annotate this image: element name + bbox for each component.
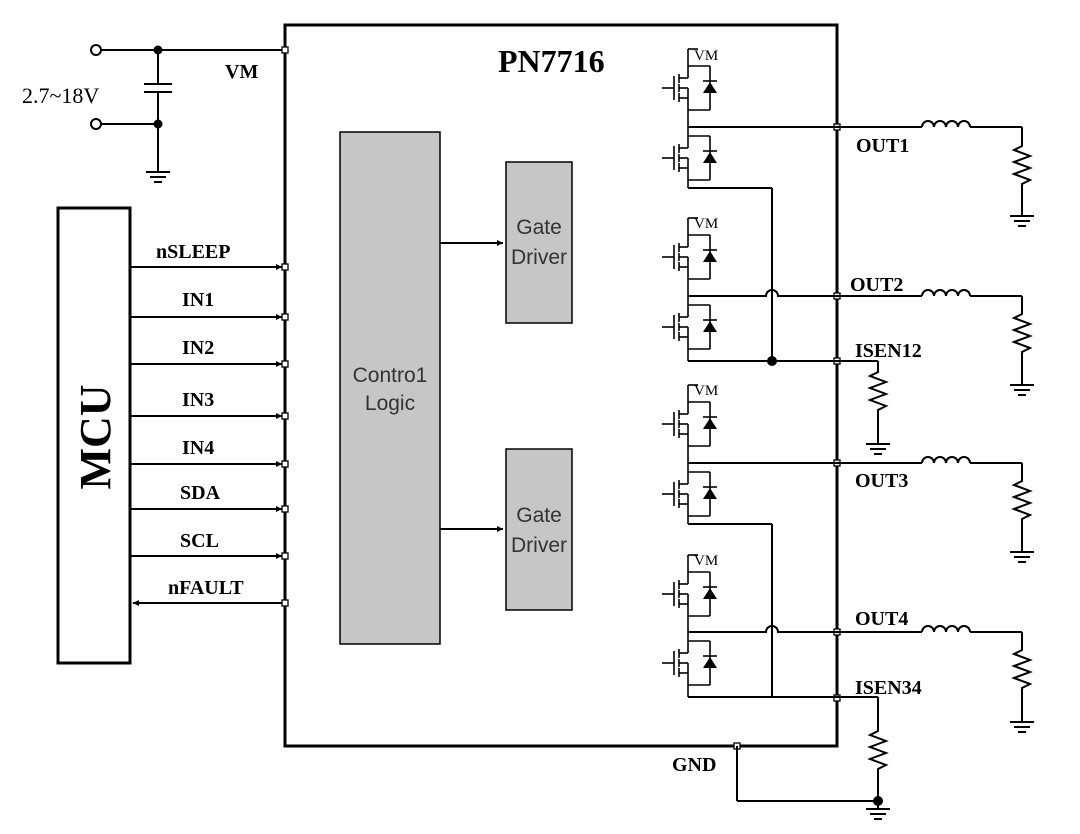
- resistor-icon-out4: [1013, 643, 1031, 693]
- resistor-icon-out3: [1013, 474, 1031, 524]
- bridge-4-vm-label: VM: [694, 553, 718, 569]
- inductor-icon-out2: [921, 289, 971, 297]
- ground-icon-out1: [1009, 207, 1035, 227]
- sense-resistor-icon-12: [869, 365, 887, 415]
- isen12-label: ISEN12: [855, 340, 922, 362]
- gnd-pin-label: GND: [672, 754, 716, 776]
- low-side-mosfet-2: [661, 304, 718, 350]
- mcu-label: MCU: [71, 384, 120, 489]
- out4-label: OUT4: [855, 608, 908, 630]
- ground-icon-out3: [1009, 543, 1035, 563]
- gate-driver-top-line2: Driver: [511, 246, 567, 269]
- ground-icon-out4: [1009, 713, 1035, 733]
- signal-label-nfault: nFAULT: [168, 577, 244, 599]
- low-side-mosfet-4: [661, 640, 718, 686]
- resistor-icon-out2: [1013, 307, 1031, 357]
- ground-icon-isen12: [865, 435, 891, 455]
- supply-section: 2.7~18V VM: [22, 44, 285, 183]
- out1-label: OUT1: [856, 135, 909, 157]
- low-side-mosfet-1: [661, 135, 718, 181]
- resistor-icon-out1: [1013, 139, 1031, 189]
- half-bridge-2: VM: [661, 216, 837, 366]
- gate-driver-top-line1: Gate: [516, 216, 562, 239]
- sense-resistor-icon-34: [869, 724, 887, 774]
- ground-icon-main: [865, 800, 891, 820]
- bridge-3-vm-label: VM: [694, 383, 718, 399]
- control-logic-block: [339, 131, 441, 645]
- high-side-mosfet-4: [661, 571, 718, 617]
- signal-label-sda: SDA: [180, 482, 221, 504]
- gate-driver-bottom-line1: Gate: [516, 504, 562, 527]
- low-side-mosfet-3: [661, 471, 718, 517]
- chip-title: PN7716: [498, 43, 605, 79]
- isen34-label: ISEN34: [855, 677, 922, 699]
- bridge-2-vm-label: VM: [694, 216, 718, 232]
- ground-icon-out2: [1009, 376, 1035, 396]
- signal-label-in2: IN2: [182, 337, 214, 359]
- out2-label: OUT2: [850, 274, 903, 296]
- chip-outline: [283, 23, 839, 748]
- supply-voltage-label: 2.7~18V: [22, 83, 99, 108]
- supply-ground-icon: [145, 163, 171, 183]
- mcu-signal-lines: nSLEEP IN1 IN2 IN3 IN4 SDA SCL nFAULT: [130, 241, 285, 606]
- inductor-icon-out3: [921, 456, 971, 464]
- signal-label-in3: IN3: [182, 389, 214, 411]
- high-side-mosfet-2: [661, 234, 718, 280]
- supply-positive-terminal: [90, 44, 102, 56]
- output-loads: OUT1 OUT2 ISEN12 OUT3 OUT4: [672, 120, 1035, 820]
- vm-pin-label: VM: [225, 61, 258, 83]
- out3-label: OUT3: [855, 470, 908, 492]
- gate-driver-bottom-line2: Driver: [511, 534, 567, 557]
- signal-label-in1: IN1: [182, 289, 214, 311]
- high-side-mosfet-1: [661, 65, 718, 111]
- signal-label-scl: SCL: [180, 530, 219, 552]
- mcu-block: [56, 206, 132, 665]
- half-bridge-4: VM: [661, 553, 837, 698]
- gate-driver-block-bottom: [505, 448, 573, 611]
- inductor-icon-out4: [921, 625, 971, 633]
- signal-label-nsleep: nSLEEP: [156, 241, 230, 263]
- half-bridge-1: VM: [661, 48, 837, 361]
- half-bridge-3: VM: [661, 383, 837, 697]
- gate-driver-block-top: [505, 161, 573, 324]
- supply-negative-terminal: [90, 118, 102, 130]
- signal-label-in4: IN4: [182, 437, 214, 459]
- bridge-1-vm-label: VM: [694, 48, 718, 64]
- inductor-icon-out1: [921, 120, 971, 128]
- high-side-mosfet-3: [661, 401, 718, 447]
- control-logic-label-line2: Logic: [365, 392, 415, 415]
- control-logic-label-line1: Contro1: [353, 364, 428, 387]
